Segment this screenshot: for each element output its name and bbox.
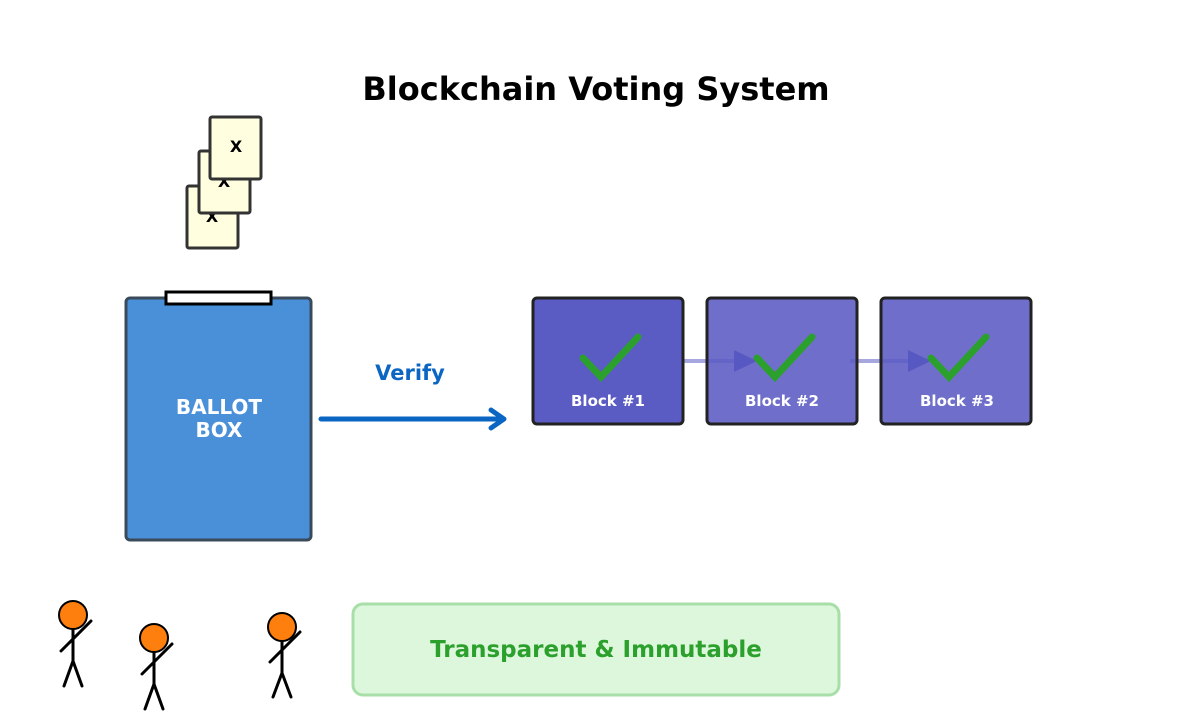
voter-head — [267, 612, 297, 642]
voter-figure — [58, 600, 93, 688]
voter-figure — [139, 623, 174, 711]
checkmark-icon — [753, 333, 816, 383]
voter-figure — [267, 612, 302, 699]
block-label: Block #3 — [920, 392, 994, 410]
checkmark-icon — [579, 333, 642, 383]
ballot-box: BALLOT BOX — [124, 290, 313, 542]
ballot-paper: X — [208, 115, 263, 181]
ballot-box-label-line1: BALLOT — [176, 395, 263, 419]
block: Block #2 — [705, 296, 859, 426]
blockchain-blocks: Block #1 Block #2 Block #3 — [531, 296, 1033, 426]
verify-label: Verify — [375, 361, 445, 385]
block-label: Block #2 — [745, 392, 819, 410]
ballot-mark: X — [230, 137, 243, 156]
block: Block #3 — [879, 296, 1033, 426]
voters — [58, 600, 302, 711]
checkmark-icon — [927, 333, 990, 383]
ballot-slot — [164, 290, 273, 306]
property-banner: Transparent & Immutable — [351, 602, 841, 697]
banner-text: Transparent & Immutable — [430, 637, 762, 663]
voter-head — [139, 623, 169, 653]
diagram-title: Blockchain Voting System — [362, 70, 829, 108]
voter-head — [58, 600, 88, 630]
ballot-box-label-line2: BOX — [196, 418, 244, 442]
block-label: Block #1 — [571, 392, 645, 410]
verify-arrow: Verify — [318, 361, 507, 431]
ballot-papers: X X X — [185, 115, 263, 250]
block: Block #1 — [531, 296, 685, 426]
arrow-head-icon — [488, 407, 507, 431]
